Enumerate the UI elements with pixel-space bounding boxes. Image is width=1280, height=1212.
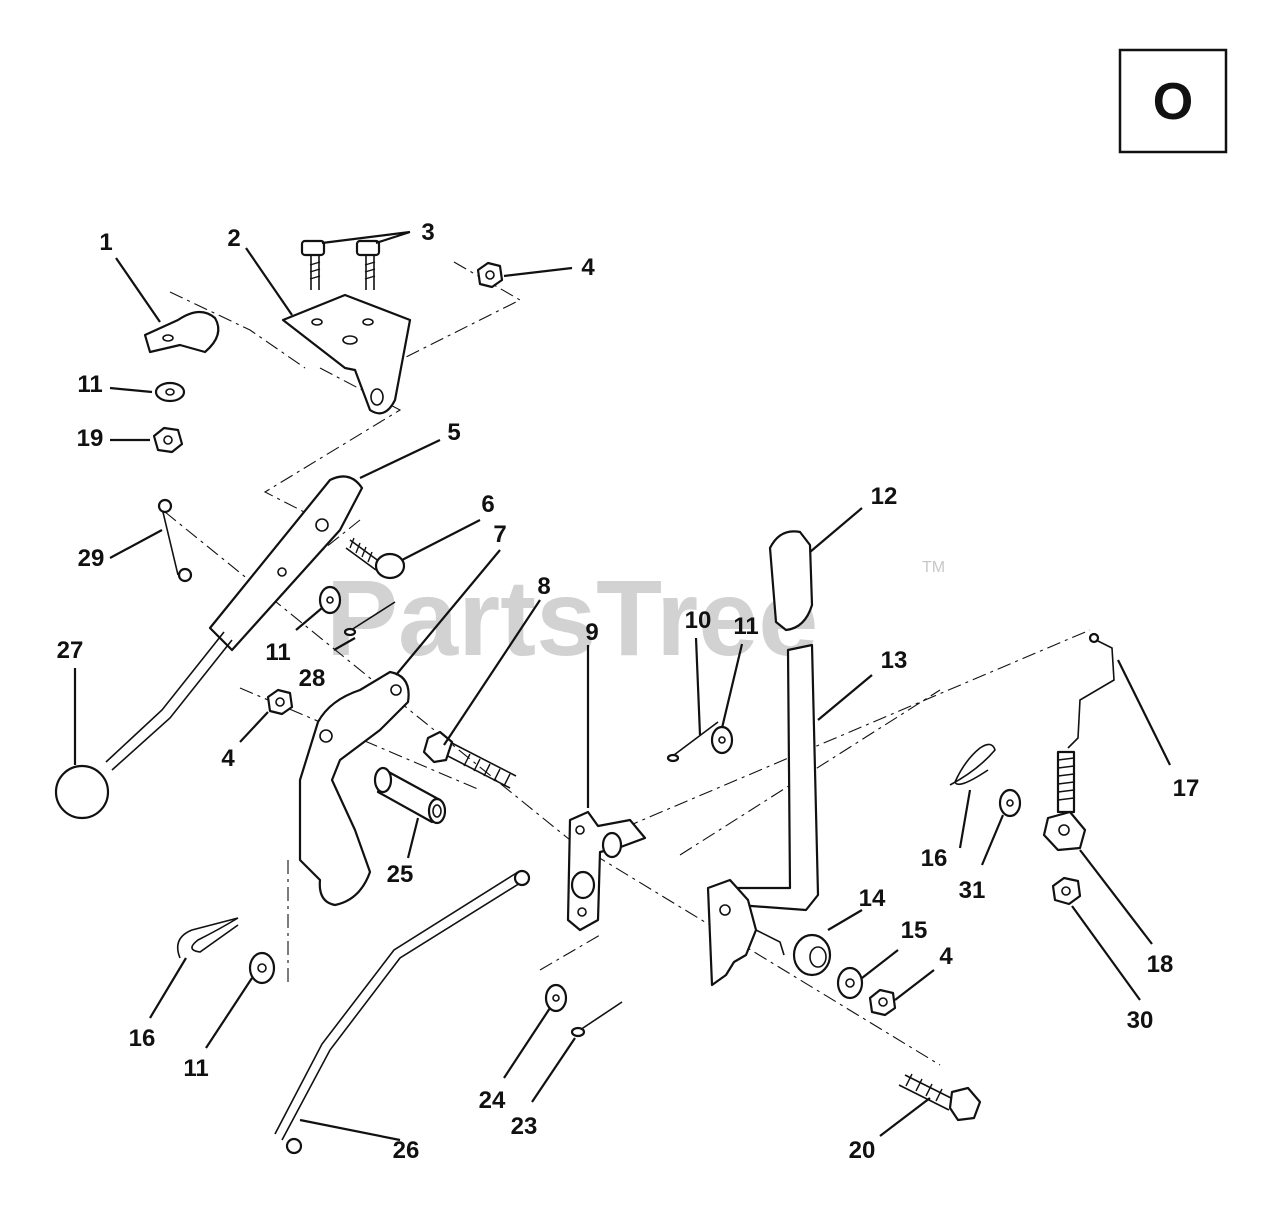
part-3-bolts [300, 239, 381, 290]
callout-9: 9 [585, 619, 598, 646]
part-31-washer [998, 788, 1022, 818]
callout-13: 13 [881, 647, 908, 674]
part-16-clip-left [176, 917, 239, 959]
callout-25: 25 [387, 861, 414, 888]
part-26-rod [274, 869, 531, 1155]
callout-4-top: 4 [581, 254, 595, 281]
callout-4-left: 4 [221, 745, 235, 772]
section-letter: O [1153, 73, 1193, 131]
part-13-lever [706, 643, 820, 987]
part-18-swivel [1042, 810, 1087, 852]
part-23-pin [570, 1001, 623, 1038]
part-2-bracket [281, 293, 412, 415]
callout-24: 24 [479, 1087, 506, 1114]
callout-26: 26 [393, 1137, 420, 1164]
part-4-nut-top [476, 261, 504, 289]
callout-8: 8 [537, 573, 550, 600]
callout-18: 18 [1147, 951, 1174, 978]
callout-29: 29 [78, 545, 105, 572]
callout-5: 5 [447, 419, 460, 446]
callout-1: 1 [99, 229, 112, 256]
callout-15: 15 [901, 917, 928, 944]
callout-11-a: 11 [77, 371, 102, 398]
part-24-washer [544, 983, 568, 1013]
callout-7: 7 [493, 521, 506, 548]
part-19-nut [152, 426, 184, 454]
leader-lines [73, 230, 1171, 1142]
part-25-spacer [373, 766, 447, 825]
callout-6: 6 [481, 491, 494, 518]
part-29-link [157, 498, 193, 583]
part-11-washer-b [318, 585, 342, 615]
callouts: 1 2 3 4 11 19 5 6 7 29 27 11 28 4 8 9 10… [57, 219, 1200, 1164]
part-10-pin [666, 721, 719, 763]
callout-19: 19 [77, 425, 104, 452]
callout-30: 30 [1127, 1007, 1154, 1034]
callout-2: 2 [227, 225, 240, 252]
callout-20: 20 [849, 1137, 876, 1164]
part-6-bolt [345, 537, 406, 580]
callout-16-left: 16 [129, 1025, 156, 1052]
part-20-bolt [898, 1073, 982, 1122]
callout-11-d: 11 [183, 1055, 208, 1082]
part-17-rod [1056, 632, 1115, 814]
part-28-pin [343, 601, 396, 637]
watermark-text: PartsTree [326, 557, 818, 678]
part-5-lever [105, 475, 364, 771]
part-14-bushing [792, 933, 832, 977]
part-11-washer-a [154, 381, 186, 403]
part-1-clip [143, 310, 220, 354]
part-12-grip [768, 530, 814, 632]
part-30-nut [1051, 876, 1082, 906]
callout-3: 3 [421, 219, 434, 246]
part-27-knob [54, 764, 110, 820]
callout-14: 14 [859, 885, 886, 912]
callout-16-right: 16 [921, 845, 948, 872]
section-letter-box: O [1118, 48, 1228, 154]
part-4-nut-left [266, 688, 294, 716]
part-7-plate [298, 670, 410, 907]
assembly-lines [164, 261, 1091, 1066]
callout-28: 28 [299, 665, 326, 692]
callout-27: 27 [57, 637, 84, 664]
part-4-nut-right [868, 988, 897, 1017]
part-11-washer-c [710, 725, 734, 755]
callout-31: 31 [959, 877, 986, 904]
part-8-bolt [422, 730, 517, 789]
part-16-clip-right [949, 743, 996, 786]
callout-11-b: 11 [265, 639, 290, 666]
callout-4-right: 4 [939, 943, 953, 970]
part-9-pivot [566, 810, 647, 932]
watermark: PartsTree TM [326, 557, 945, 678]
callout-10: 10 [685, 607, 712, 634]
callout-11-c: 11 [733, 613, 758, 640]
part-15-washer [836, 966, 864, 1000]
part-11-washer-d [248, 951, 276, 985]
callout-17: 17 [1173, 775, 1200, 802]
callout-23: 23 [511, 1113, 538, 1140]
watermark-tm: TM [922, 559, 945, 576]
callout-12: 12 [871, 483, 898, 510]
